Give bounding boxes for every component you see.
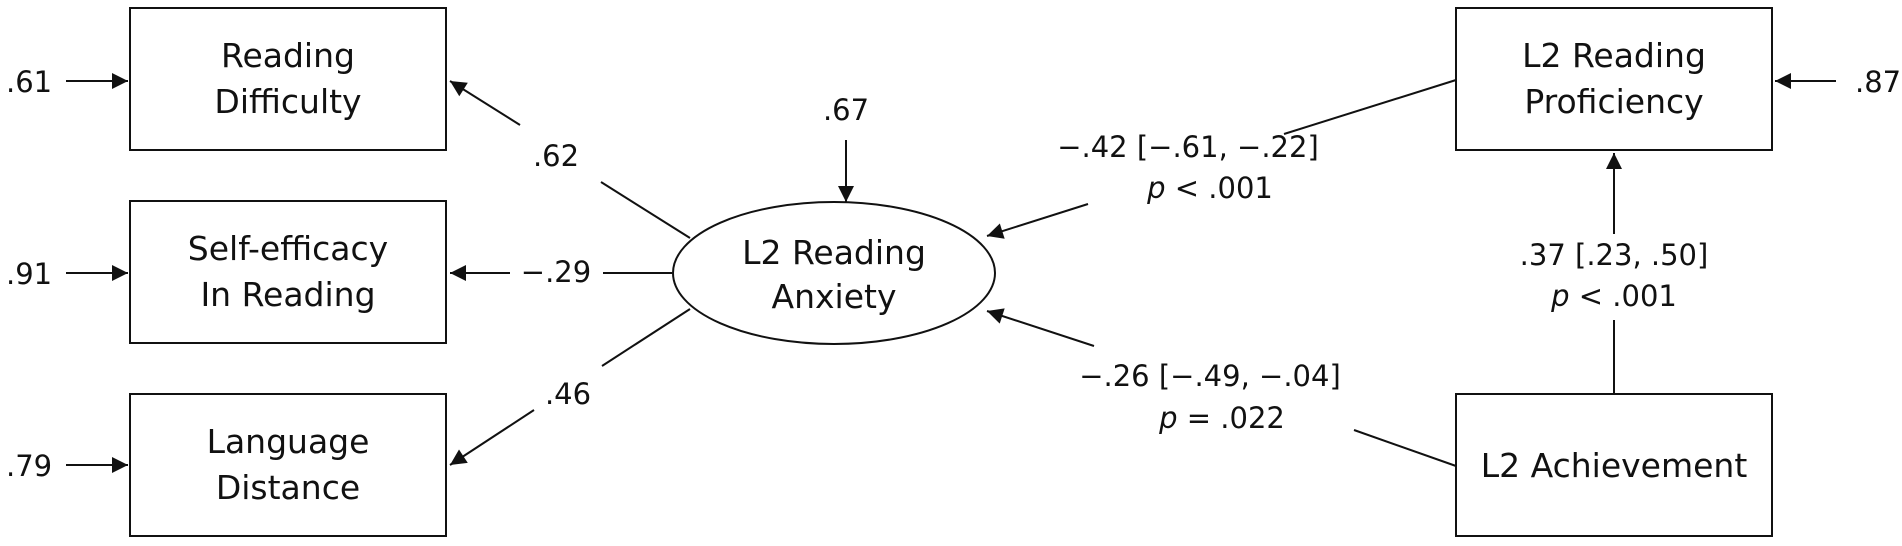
- error-anxiety: .67: [823, 93, 869, 127]
- box-language-distance: Language Distance: [129, 393, 447, 537]
- box-reading-difficulty-line1: Reading: [221, 36, 355, 75]
- path-proficiency-anxiety-segment: [1283, 79, 1457, 135]
- path-achievement-anxiety-arrow: [986, 308, 1095, 347]
- box-language-distance-line2: Distance: [216, 468, 360, 507]
- path-achievement-anxiety-segment: [1353, 429, 1457, 467]
- pvalue-achievement-proficiency-value: < .001: [1570, 279, 1677, 313]
- coef-achievement-proficiency: .37 [.23, .50]: [1520, 238, 1709, 272]
- path-anxiety-distance-arrow: [449, 409, 535, 466]
- ellipse-reading-anxiety-line1: L2 Reading: [742, 233, 926, 272]
- box-reading-proficiency-line1: L2 Reading: [1522, 36, 1706, 75]
- box-self-efficacy-line1: Self-efficacy: [188, 229, 388, 268]
- pvalue-achievement-anxiety-value: = .022: [1178, 401, 1285, 435]
- ellipse-reading-anxiety-line2: Anxiety: [772, 277, 897, 316]
- box-reading-difficulty: Reading Difficulty: [129, 7, 447, 151]
- box-language-distance-line1: Language: [207, 422, 370, 461]
- pvalue-achievement-anxiety: p = .022: [1158, 401, 1285, 435]
- box-reading-proficiency-line2: Proficiency: [1524, 82, 1703, 121]
- path-anxiety-difficulty-arrow: [449, 80, 521, 126]
- coef-proficiency-anxiety: −.42 [−.61, −.22]: [1057, 130, 1319, 164]
- path-anxiety-difficulty-segment: [600, 181, 691, 239]
- coef-anxiety-difficulty: .62: [533, 139, 579, 173]
- pvalue-achievement-anxiety-symbol: p: [1158, 401, 1177, 435]
- box-l2-achievement-label: L2 Achievement: [1481, 446, 1748, 485]
- pvalue-achievement-proficiency-symbol: p: [1550, 279, 1569, 313]
- coef-anxiety-efficacy: −.29: [521, 255, 591, 289]
- error-self-efficacy: .91: [6, 257, 52, 291]
- box-l2-achievement: L2 Achievement: [1455, 393, 1773, 537]
- coef-achievement-anxiety: −.26 [−.49, −.04]: [1079, 359, 1341, 393]
- path-proficiency-anxiety-arrow: [986, 203, 1089, 239]
- pvalue-proficiency-anxiety-value: < .001: [1166, 171, 1273, 205]
- coef-anxiety-distance: .46: [545, 377, 591, 411]
- error-reading-proficiency: .87: [1855, 65, 1901, 99]
- error-language-distance: .79: [6, 449, 52, 483]
- pvalue-achievement-proficiency: p < .001: [1550, 279, 1677, 313]
- pvalue-proficiency-anxiety-symbol: p: [1146, 171, 1165, 205]
- pvalue-proficiency-anxiety: p < .001: [1146, 171, 1273, 205]
- box-self-efficacy-line2: In Reading: [200, 275, 375, 314]
- box-reading-proficiency: L2 Reading Proficiency: [1455, 7, 1773, 151]
- ellipse-reading-anxiety: L2 Reading Anxiety: [672, 201, 996, 345]
- box-reading-difficulty-line2: Difficulty: [214, 82, 361, 121]
- box-self-efficacy: Self-efficacy In Reading: [129, 200, 447, 344]
- error-reading-difficulty: .61: [6, 65, 52, 99]
- path-anxiety-distance-segment: [601, 308, 691, 367]
